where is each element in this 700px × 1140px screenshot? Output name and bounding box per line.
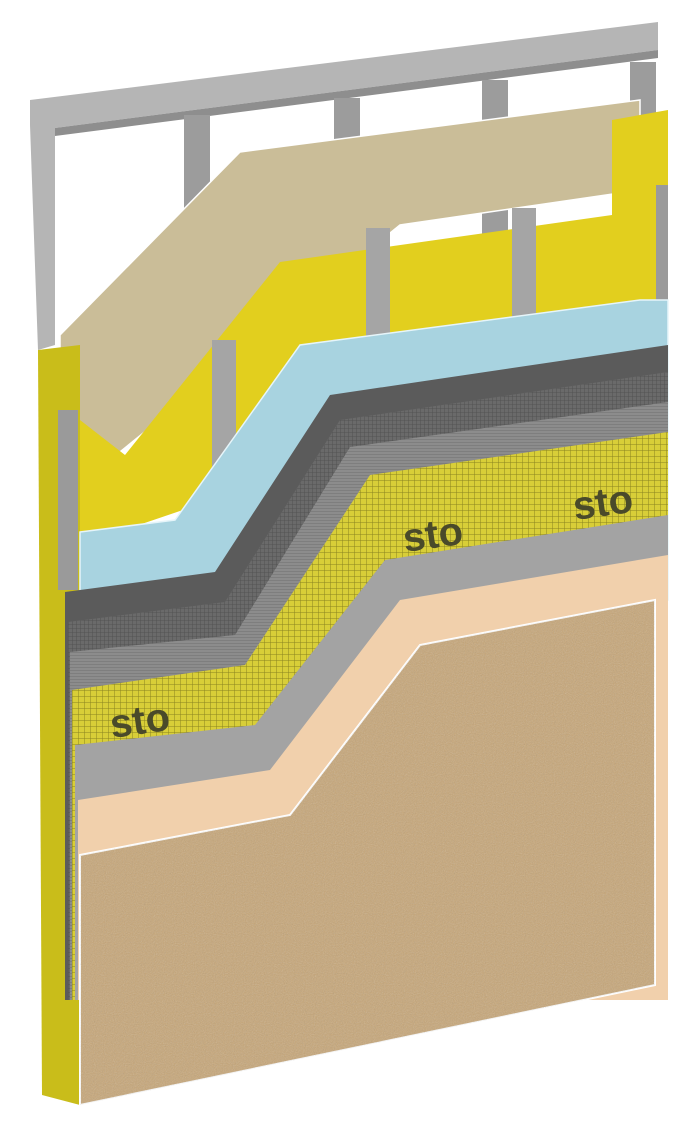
svg-text:sto: sto (570, 477, 636, 529)
sto-logo: sto sto sto (107, 477, 636, 747)
textured-finish (79, 598, 656, 1107)
